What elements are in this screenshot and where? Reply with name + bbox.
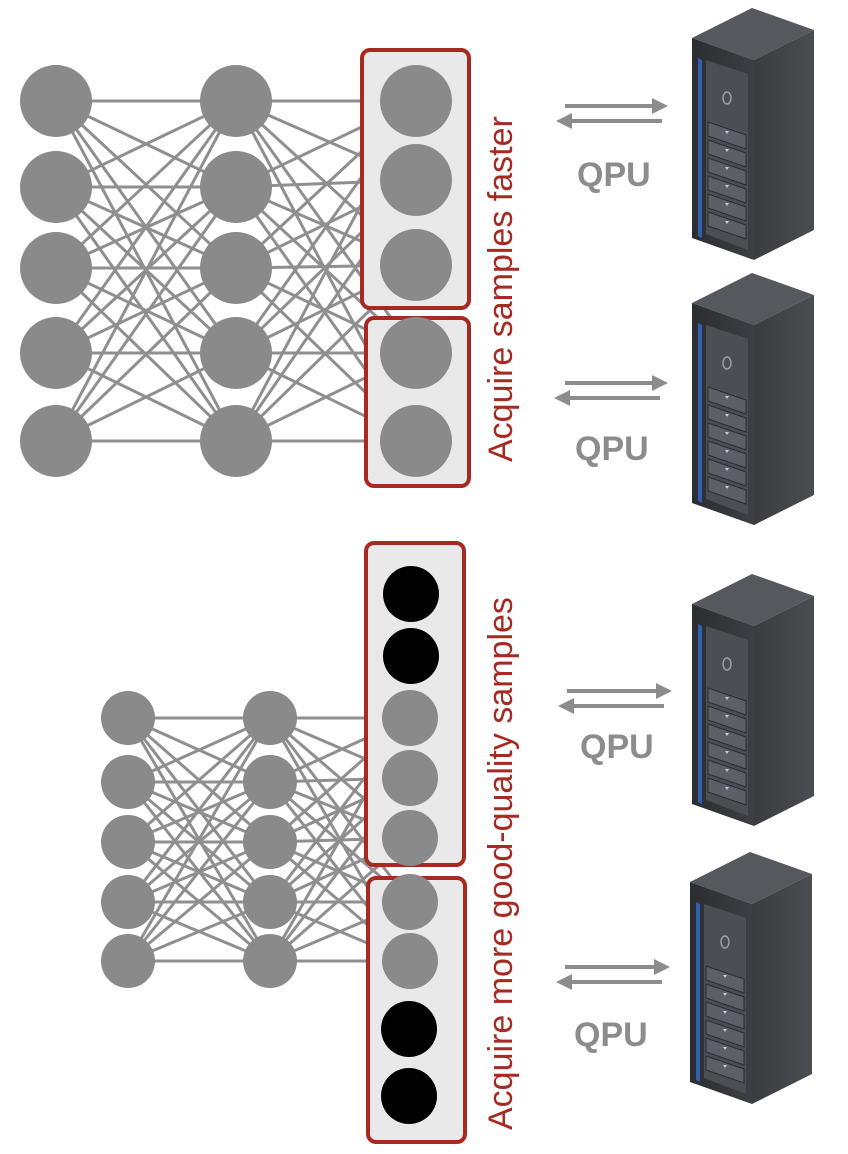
bottom-node-l2-3 (382, 874, 438, 930)
qpu-link-3: QPU (558, 573, 815, 827)
top-node-l1-2 (200, 232, 272, 304)
top-node-l2-2 (380, 229, 452, 301)
top-node-l0-2 (20, 232, 92, 304)
bottom-edge-l0-4-2 (127, 840, 271, 963)
qpu-link-4: QPU (556, 851, 813, 1105)
bottom-node-l1-3 (243, 875, 297, 929)
bottom-node-l0-4 (101, 934, 155, 988)
top-edge-l0-4-0 (54, 100, 238, 442)
bottom-edge-l0-2-0 (127, 716, 271, 844)
top-node-l2-3 (380, 317, 452, 389)
top-edge-l0-3-0 (54, 100, 238, 354)
top-node-l0-3 (20, 317, 92, 389)
bottom-node-l1-4 (243, 934, 297, 988)
server-rack-icon (691, 7, 815, 261)
bottom-node-l2-4 (382, 933, 438, 989)
bidirectional-arrow-icon (558, 683, 672, 714)
bottom-node-l2-1 (382, 750, 438, 806)
top-edge-l0-4-1 (54, 186, 238, 442)
bottom-edge-l0-4-0 (126, 717, 272, 962)
top-node-l1-1 (200, 151, 272, 223)
bottom-sample-node-3 (381, 1068, 437, 1124)
top-node-l2-1 (380, 144, 452, 216)
top-edge-l0-4-2 (54, 266, 238, 443)
bottom-network-nodes (101, 566, 439, 1124)
bottom-node-l1-1 (243, 755, 297, 809)
top-node-l1-3 (200, 317, 272, 389)
qpu-link-1: QPU (556, 7, 815, 261)
top-node-l2-0 (380, 65, 452, 137)
top-node-l1-4 (200, 405, 272, 477)
bottom-node-l2-0 (382, 690, 438, 746)
top-network-nodes (20, 65, 452, 477)
top-group-label: Acquire samples faster (482, 116, 520, 462)
bottom-node-l1-0 (243, 691, 297, 745)
bottom-node-l0-0 (101, 691, 155, 745)
bottom-node-l1-2 (243, 815, 297, 869)
qpu-label-4: QPU (574, 1016, 648, 1054)
bottom-node-l0-3 (101, 875, 155, 929)
bottom-sample-node-2 (381, 1001, 437, 1057)
bottom-node-l2-2 (382, 810, 438, 866)
top-edge-l0-2-0 (54, 99, 238, 270)
bottom-node-l0-2 (101, 815, 155, 869)
bottom-edge-l0-4-1 (126, 781, 272, 962)
bidirectional-arrow-icon (556, 98, 668, 129)
bidirectional-arrow-icon (554, 375, 668, 406)
qpu-link-2: QPU (554, 272, 815, 526)
server-rack-icon (691, 573, 815, 827)
top-node-l0-0 (20, 65, 92, 137)
top-node-l1-0 (200, 65, 272, 137)
server-rack-icon (689, 851, 813, 1105)
top-node-l0-1 (20, 151, 92, 223)
bidirectional-arrow-icon (556, 959, 670, 990)
bottom-sample-node-1 (383, 628, 439, 684)
bottom-edge-l0-3-0 (126, 717, 272, 903)
bottom-sample-node-0 (383, 566, 439, 622)
qpu-label-2: QPU (575, 430, 649, 468)
top-node-l2-4 (380, 405, 452, 477)
top-node-l0-4 (20, 405, 92, 477)
server-rack-icon (691, 272, 815, 526)
qpu-label-1: QPU (577, 156, 651, 194)
bottom-group-label: Acquire more good-quality samples (482, 597, 520, 1130)
qpu-label-3: QPU (580, 728, 654, 766)
bottom-node-l0-1 (101, 755, 155, 809)
